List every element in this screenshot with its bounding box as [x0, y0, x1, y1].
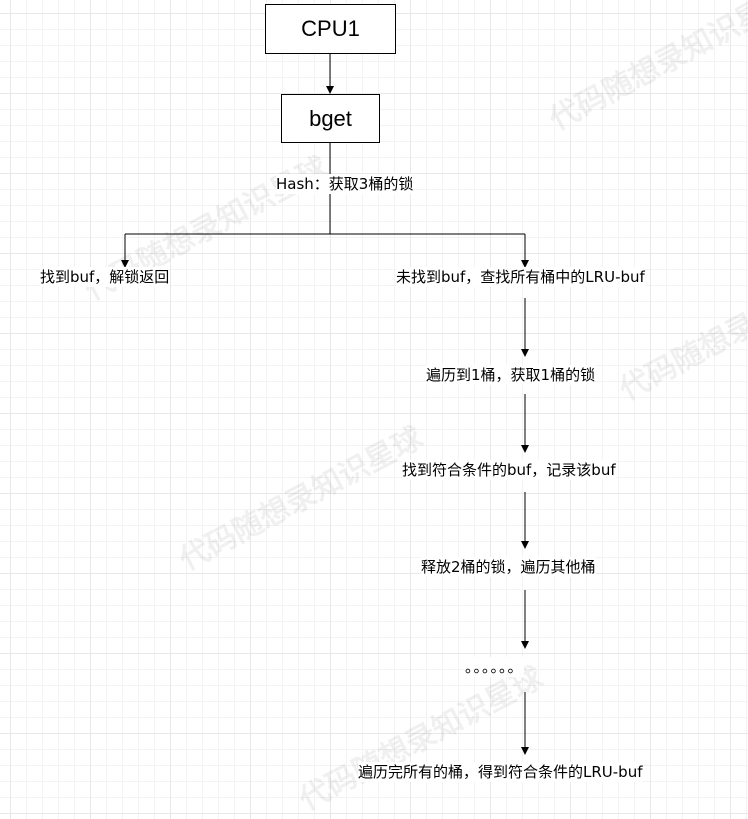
arrowhead: [326, 86, 334, 94]
left-branch-label: 找到buf，解锁返回: [40, 267, 170, 287]
step3-label: 释放2桶的锁，遍历其他桶: [421, 557, 596, 577]
arrowhead: [521, 641, 529, 649]
ellipsis-label: 。。。。。。: [465, 657, 524, 677]
arrowhead: [521, 445, 529, 453]
arrowhead: [521, 747, 529, 755]
arrowhead: [121, 260, 129, 268]
right-branch-label: 未找到buf，查找所有桶中的LRU-buf: [396, 267, 645, 287]
arrowhead: [521, 349, 529, 357]
bget-node[interactable]: bget: [281, 94, 380, 143]
arrowhead: [521, 541, 529, 549]
cpu1-node[interactable]: CPU1: [265, 4, 396, 54]
arrowhead: [521, 260, 529, 268]
hash-label: Hash：获取3桶的锁: [276, 174, 414, 194]
step2-label: 找到符合条件的buf，记录该buf: [402, 460, 616, 480]
step1-label: 遍历到1桶，获取1桶的锁: [426, 365, 596, 385]
final-label: 遍历完所有的桶，得到符合条件的LRU-buf: [358, 762, 643, 782]
connector-lines: [121, 54, 529, 755]
